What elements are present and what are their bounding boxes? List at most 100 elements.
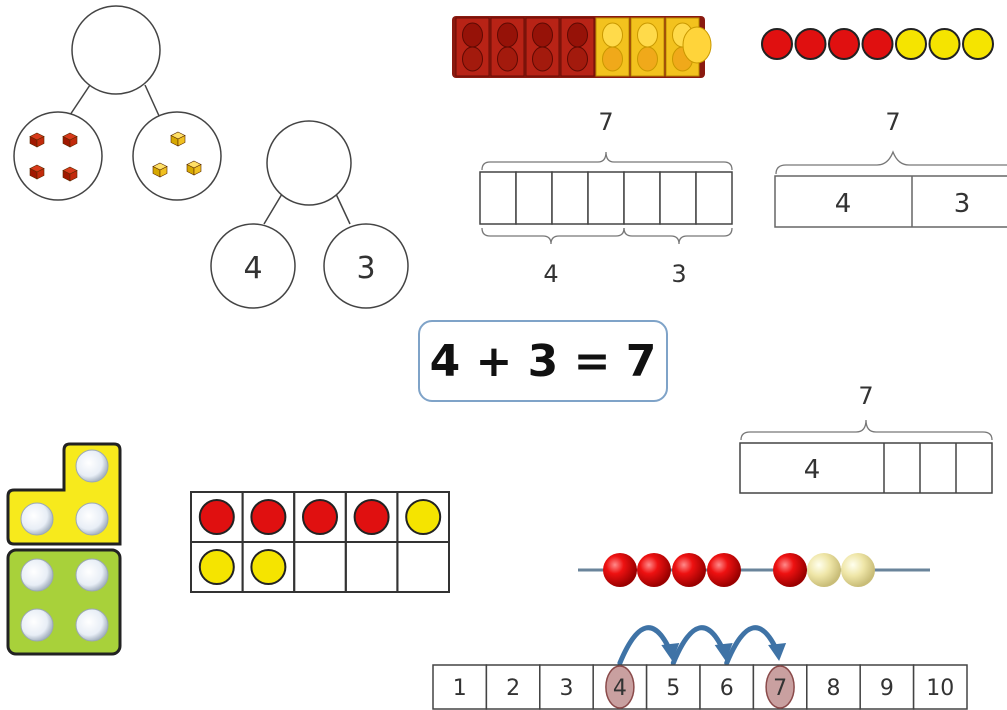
jump-arrow-icon bbox=[670, 625, 733, 666]
peg-hole bbox=[75, 558, 109, 592]
track-cell: 6 bbox=[699, 664, 755, 710]
bar-model: 7 4 3 bbox=[774, 108, 1007, 228]
whole-label: 7 bbox=[598, 108, 613, 136]
part-circle-left bbox=[13, 111, 103, 201]
track-cell: 4 bbox=[592, 664, 648, 710]
equation-text: 4 + 3 = 7 bbox=[429, 335, 657, 387]
red-counter bbox=[794, 28, 827, 60]
peg-hole bbox=[20, 558, 54, 592]
beads bbox=[603, 553, 875, 587]
yellow-linking-cube bbox=[595, 17, 630, 77]
yellow-counter bbox=[250, 549, 287, 585]
part-circle-4 bbox=[210, 223, 296, 309]
whole-label: 7 bbox=[858, 382, 873, 410]
yellow-counter bbox=[198, 549, 235, 585]
track-number: 5 bbox=[666, 676, 680, 701]
yellow-counter bbox=[895, 28, 927, 60]
track-number: 10 bbox=[926, 676, 954, 701]
cube-end-nub bbox=[682, 26, 712, 64]
track-number: 9 bbox=[880, 676, 894, 701]
track-cell: 10 bbox=[912, 664, 968, 710]
peg-hole bbox=[20, 608, 54, 642]
ten-frame-cell bbox=[396, 541, 450, 593]
peg-hole bbox=[75, 449, 109, 483]
unit-cell bbox=[515, 171, 553, 225]
peg-hole bbox=[20, 502, 54, 536]
jump-arrows bbox=[617, 625, 787, 666]
red-linking-cube bbox=[490, 17, 525, 77]
cube-icon bbox=[62, 132, 78, 148]
whole-label: 7 bbox=[885, 108, 900, 136]
yellow-counter bbox=[962, 28, 994, 60]
track-cell: 2 bbox=[485, 664, 541, 710]
peg-hole bbox=[75, 502, 109, 536]
yellow-linking-cube bbox=[630, 17, 665, 77]
bar-part-4: 4 bbox=[835, 189, 852, 219]
cube-train bbox=[452, 16, 712, 78]
track-cell: 7 bbox=[752, 664, 808, 710]
unit-cells bbox=[479, 171, 733, 225]
yellow-counter bbox=[928, 28, 961, 60]
circled-number-marker bbox=[605, 665, 635, 709]
cream-bead bbox=[807, 553, 841, 587]
jump-arrow-icon bbox=[724, 625, 787, 666]
red-linking-cube bbox=[560, 17, 595, 77]
red-bead bbox=[637, 553, 671, 587]
part-whole-numbers: 4 3 bbox=[210, 120, 409, 309]
track-number: 3 bbox=[560, 676, 574, 701]
part-label-4: 4 bbox=[543, 260, 558, 288]
whole-circle bbox=[71, 5, 161, 95]
part-label-3: 3 bbox=[671, 260, 686, 288]
yellow-counter bbox=[405, 499, 442, 535]
equation-box: 4 + 3 = 7 bbox=[418, 320, 668, 402]
red-counter bbox=[353, 499, 390, 535]
red-bead bbox=[707, 553, 741, 587]
red-counter bbox=[861, 28, 894, 60]
whole-circle-empty bbox=[266, 120, 352, 206]
peg-holes bbox=[20, 449, 109, 642]
track-cell: 9 bbox=[859, 664, 915, 710]
bar-part-3: 3 bbox=[954, 189, 971, 219]
track-cell: 3 bbox=[539, 664, 594, 710]
track-number: 1 bbox=[453, 676, 467, 701]
track-cell: 1 bbox=[432, 664, 488, 710]
unit-cell bbox=[623, 171, 661, 225]
unit-cell bbox=[587, 171, 625, 225]
track-number: 8 bbox=[827, 676, 841, 701]
unit-cell bbox=[551, 171, 589, 225]
cube-icon bbox=[152, 162, 168, 178]
red-bead bbox=[603, 553, 637, 587]
red-counter bbox=[761, 28, 793, 60]
red-bead bbox=[773, 553, 807, 587]
bar-model-units: 7 4 3 bbox=[479, 108, 733, 288]
bar-known-part: 4 bbox=[804, 455, 821, 485]
red-counter bbox=[302, 499, 338, 535]
part-label-3: 3 bbox=[356, 251, 375, 286]
track-cell: 8 bbox=[806, 664, 861, 710]
circled-number-marker bbox=[765, 665, 795, 709]
peg-hole bbox=[75, 608, 109, 642]
counter-row bbox=[761, 28, 994, 60]
cube-icons bbox=[29, 131, 202, 182]
red-linking-cube bbox=[455, 17, 490, 77]
cream-bead bbox=[841, 553, 875, 587]
cube-icon bbox=[29, 164, 45, 180]
cube-icon bbox=[29, 132, 45, 148]
red-counter bbox=[828, 28, 860, 60]
track-number: 7 bbox=[773, 676, 787, 701]
part-circle-3 bbox=[323, 223, 409, 309]
red-bead bbox=[672, 553, 706, 587]
unit-cell bbox=[695, 171, 733, 225]
part-label-4: 4 bbox=[243, 251, 262, 286]
bead-string bbox=[578, 553, 930, 587]
cube-icon bbox=[62, 166, 78, 182]
red-counter bbox=[198, 499, 235, 535]
unit-cell bbox=[659, 171, 697, 225]
part-circle-right bbox=[132, 111, 222, 201]
cube-icon bbox=[186, 160, 202, 176]
bar-model-missing: 7 4 bbox=[739, 382, 993, 494]
track-number: 6 bbox=[720, 676, 734, 701]
jump-arrow-icon bbox=[617, 625, 680, 666]
